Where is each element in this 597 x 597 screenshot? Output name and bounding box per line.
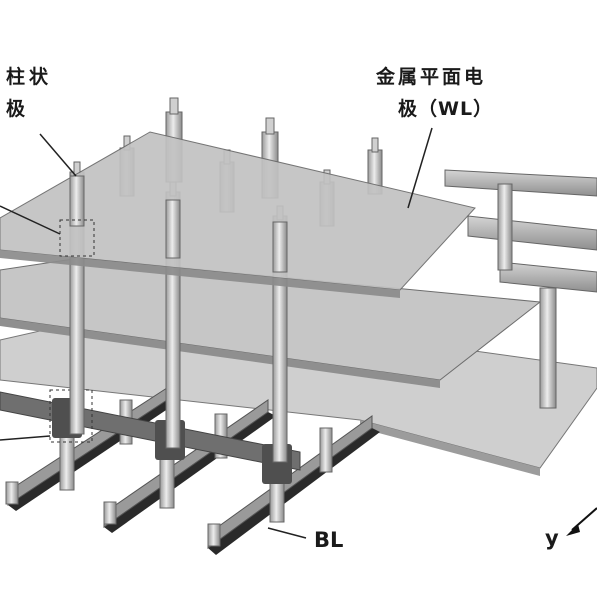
leader-lines <box>0 127 433 539</box>
highlight-box-cell <box>59 219 95 257</box>
bitline-contact <box>207 523 221 547</box>
label-bitline: BL <box>314 528 344 552</box>
leader-line-cell <box>0 205 61 235</box>
label-pillar-electrode-line1: 柱状 <box>6 66 53 88</box>
staircase-contacts <box>444 169 597 409</box>
bitline-contact <box>5 481 19 505</box>
label-axis-y: y <box>545 526 559 550</box>
leader-line-bl <box>267 527 307 539</box>
leader-line-wl <box>407 127 433 209</box>
label-pillar-electrode-line2: 极 <box>6 98 26 120</box>
wordline-plate-top <box>0 131 476 298</box>
leader-line-pillar <box>39 133 77 177</box>
label-wordline-line2: 极（WL） <box>398 98 494 120</box>
label-wordline-line1: 金属平面电 <box>376 66 487 88</box>
bitline-contact-group <box>5 481 221 547</box>
bitline-contact <box>103 501 117 525</box>
pillar-top-group <box>69 175 288 273</box>
leader-line-select <box>0 435 51 441</box>
axis-y-arrow <box>566 507 597 536</box>
